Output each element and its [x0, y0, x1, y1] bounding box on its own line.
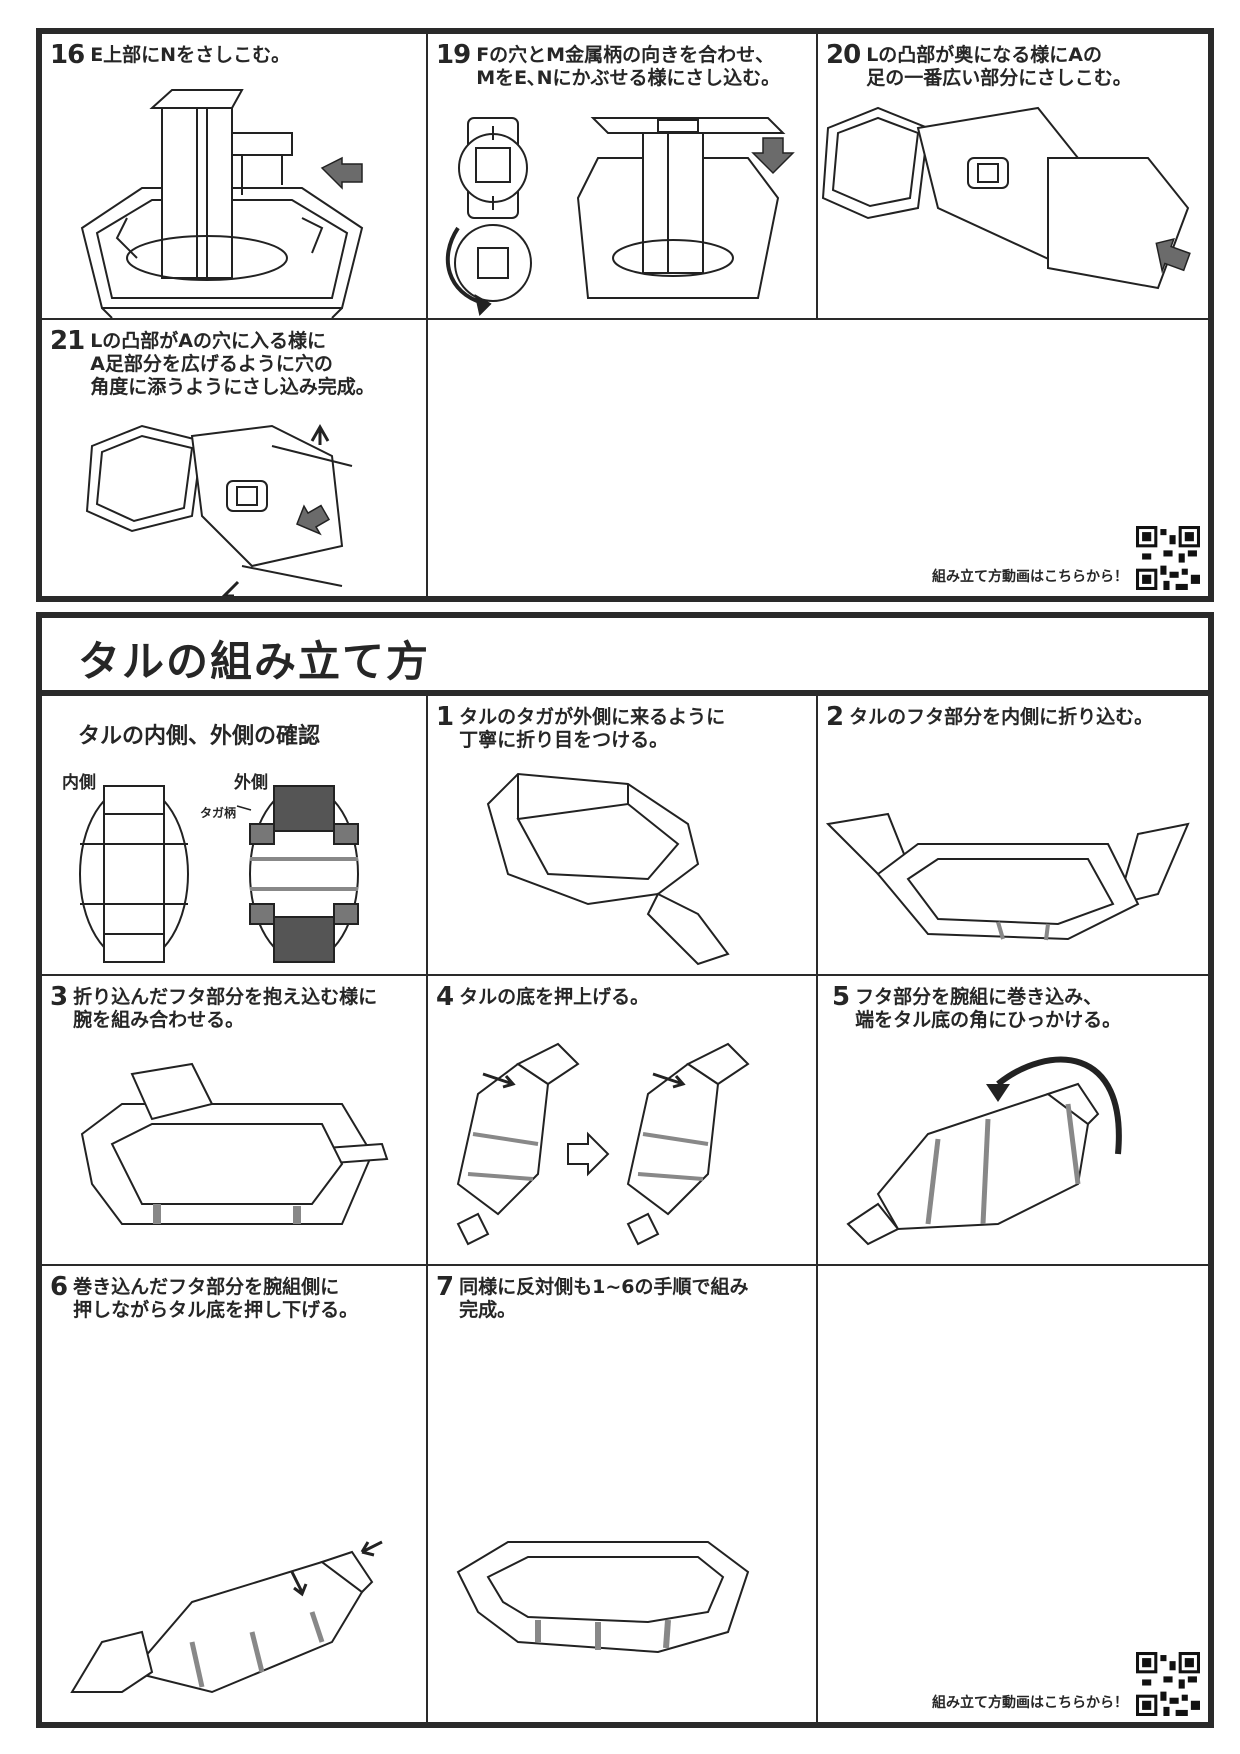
step-number: 21 — [50, 326, 85, 356]
wrap-lid-illustration — [846, 1056, 1122, 1246]
step-number: 20 — [826, 40, 861, 70]
inner-label: 内側 — [62, 773, 96, 793]
video-caption: 組み立て方動画はこちらから！ — [932, 569, 1128, 585]
step-number: 16 — [50, 40, 85, 70]
push-bottom-illustration — [456, 1042, 750, 1246]
spread-leg-illustration — [85, 423, 353, 596]
section-title: タルの組み立て方 — [78, 637, 431, 686]
qr-code-icon[interactable] — [1136, 526, 1200, 590]
step-number: 7 — [436, 1272, 454, 1302]
pillar-insert-illustration — [80, 89, 364, 318]
qr-code-icon[interactable] — [1136, 1652, 1200, 1716]
step-number: 6 — [50, 1272, 68, 1302]
top-empty-panel: 組み立て方動画はこちらから！ — [428, 320, 1208, 596]
step-number: 1 — [436, 702, 454, 732]
outer-label: 外側 — [234, 773, 268, 793]
section-title-bar: タルの組み立て方 — [42, 618, 1208, 696]
bottom-empty-panel: 組み立て方動画はこちらから！ — [818, 1266, 1208, 1722]
step-number: 2 — [826, 702, 844, 732]
press-bottom-illustration — [70, 1540, 383, 1694]
barrel-instructions-frame: タルの組み立て方 タルの内側、外側の確認 内側 外側 タガ柄 — [36, 612, 1214, 1728]
fold-lid-illustration — [825, 812, 1190, 941]
video-link[interactable]: 組み立て方動画はこちらから！ — [932, 1652, 1200, 1716]
barrel-complete-illustration — [456, 1541, 750, 1654]
step-number: 4 — [436, 982, 454, 1012]
hoop-label: タガ柄 — [200, 806, 237, 820]
video-caption: 組み立て方動画はこちらから！ — [932, 1695, 1128, 1711]
video-link[interactable]: 組み立て方動画はこちらから！ — [932, 526, 1200, 590]
intro-heading: タルの内側、外側の確認 — [78, 724, 321, 749]
step-number: 3 — [50, 982, 68, 1012]
inner-outer-diagram — [79, 785, 359, 963]
insert-L-illustration — [821, 106, 1191, 290]
interlock-arms-illustration — [80, 1062, 389, 1225]
cap-over-pillar-illustration — [445, 117, 795, 316]
step-number: 5 — [832, 982, 850, 1012]
crease-illustration — [486, 772, 730, 966]
step-number: 19 — [436, 40, 471, 70]
inner-outer-check-panel: タルの内側、外側の確認 内側 外側 タガ柄 — [42, 696, 428, 976]
